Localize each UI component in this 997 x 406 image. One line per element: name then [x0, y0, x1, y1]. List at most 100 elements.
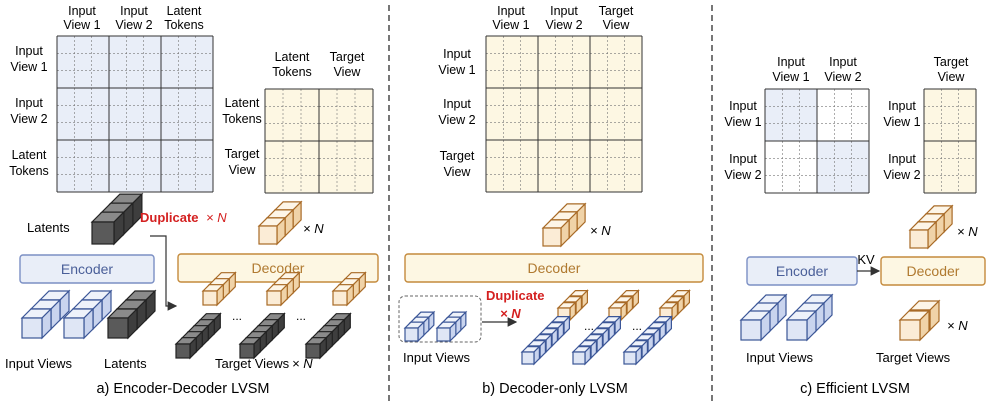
cube-front-face: [266, 290, 282, 306]
b-input-view-stack-2: [435, 310, 468, 343]
target-view-column: [622, 289, 691, 366]
c-top-label-1-line1: Input: [777, 55, 805, 69]
a-duplicate-arrow: [150, 235, 178, 311]
grid-cell: [590, 36, 642, 88]
grid-cell: [924, 89, 976, 141]
cube-front-face: [909, 229, 929, 249]
a-latents-cube-stack: [90, 192, 144, 246]
a-caption: a) Encoder-Decoder LVSM: [96, 381, 269, 397]
panel-a: Input View 1 Input View 2 Latent Tokens …: [5, 4, 379, 397]
grid-cell: [924, 141, 976, 193]
grid-cell: [57, 140, 109, 192]
a-decoder-cube-stack: [257, 200, 303, 246]
a-target-view-columns: [174, 271, 367, 360]
b-input-view-stack-1: [403, 310, 436, 343]
panel-b: Input View 1 Input View 2 Target View In…: [398, 4, 704, 397]
c-target-views-label: Target Views: [876, 350, 951, 365]
c-right-top-line1: Target: [934, 55, 969, 69]
c-caption: c) Efficient LVSM: [800, 381, 910, 397]
a-target-views-label: Target Views: [215, 356, 290, 371]
panel-c-right-attention-grid: [923, 88, 977, 194]
cube-front-face: [623, 351, 637, 365]
target-view-column: [174, 271, 237, 360]
a-left-label-3-line1: Latent: [12, 148, 47, 162]
grid-cell: [590, 88, 642, 140]
c-decoder-block: [880, 256, 986, 286]
b-duplicate-label: Duplicate: [486, 288, 545, 303]
c-right-top-line2: View: [938, 70, 966, 84]
a-left-label-2-line2: View 2: [10, 112, 47, 126]
c-encoder-label: Encoder: [776, 263, 828, 279]
cube-front-face: [258, 225, 278, 245]
cube-front-face: [521, 351, 535, 365]
b-top-label-1-line2: View 1: [492, 18, 529, 32]
panel-c-right-grid-labels: Target View Input View 1 Input View 2: [883, 55, 969, 182]
a-top-label-1-line1: Input: [68, 4, 96, 18]
grid-cell: [319, 89, 373, 141]
a-small-left-1-line2: Tokens: [222, 112, 262, 126]
b-ellipsis-1: ...: [584, 319, 594, 333]
target-view-column: [571, 289, 640, 366]
a-duplicate-times-n: × N: [206, 210, 227, 225]
cube-front-face: [436, 327, 451, 342]
grid-cell: [109, 88, 161, 140]
b-decoder-cube-stack: [541, 202, 587, 248]
panel-c: Input View 1 Input View 2 Input View 1 I…: [724, 55, 986, 397]
target-view-column: [238, 271, 301, 360]
b-top-label-2-line1: Input: [550, 4, 578, 18]
a-left-label-2-line1: Input: [15, 96, 43, 110]
b-target-view-columns: [520, 289, 691, 366]
panel-b-grid-left-labels: Input View 1 Input View 2 Target View: [438, 47, 475, 179]
b-top-label-1-line1: Input: [497, 4, 525, 18]
a-latents-bottom-stack: [106, 289, 157, 340]
b-decoder-block: [404, 253, 704, 283]
a-left-label-1-line1: Input: [15, 44, 43, 58]
a-ellipsis-2: ...: [296, 309, 306, 323]
c-target-times-n: × N: [947, 318, 968, 333]
a-ellipsis-1: ...: [232, 309, 242, 323]
grid-cell: [109, 140, 161, 192]
b-left-label-1-line2: View 1: [438, 63, 475, 77]
cube-front-face: [202, 290, 218, 306]
b-top-label-2-line2: View 2: [545, 18, 582, 32]
a-small-left-1-line1: Latent: [225, 96, 260, 110]
b-input-views-label: Input Views: [403, 350, 470, 365]
grid-cell: [538, 140, 590, 192]
a-top-label-3-line1: Latent: [167, 4, 202, 18]
b-decoder-label: Decoder: [528, 260, 581, 276]
panel-c-left-grid-labels: Input View 1 Input View 2 Input View 1 I…: [724, 55, 861, 182]
a-top-label-3-line2: Tokens: [164, 18, 204, 32]
c-top-label-1-line2: View 1: [772, 70, 809, 84]
panel-b-grid-top-labels: Input View 1 Input View 2 Target View: [492, 4, 634, 32]
grid-cell: [161, 140, 213, 192]
c-right-left-1-line1: Input: [888, 99, 916, 113]
c-decoder-times-n: × N: [957, 224, 978, 239]
b-left-label-1-line1: Input: [443, 47, 471, 61]
grid-cell: [765, 141, 817, 193]
grid-cell: [161, 36, 213, 88]
grid-cell: [109, 36, 161, 88]
c-right-left-1-line2: View 1: [883, 115, 920, 129]
c-decoder-cube-stack: [908, 204, 954, 250]
grid-cell: [161, 88, 213, 140]
c-left-label-2-line2: View 2: [724, 168, 761, 182]
a-top-label-2-line1: Input: [120, 4, 148, 18]
b-left-label-2-line1: Input: [443, 97, 471, 111]
a-decoder-label: Decoder: [252, 260, 305, 276]
grid-cell: [265, 89, 319, 141]
c-target-view-stack: [898, 299, 941, 342]
b-decoder-times-n: × N: [590, 223, 611, 238]
grid-cell: [319, 141, 373, 193]
a-encoder-label: Encoder: [61, 261, 113, 277]
a-small-top-1-line2: Tokens: [272, 65, 312, 79]
b-duplicate-times-n: × N: [500, 306, 521, 321]
a-decoder-times-n: × N: [303, 221, 324, 236]
grid-cell: [817, 89, 869, 141]
a-small-top-1-line1: Latent: [275, 50, 310, 64]
grid-cell: [538, 88, 590, 140]
a-duplicate-label: Duplicate: [140, 210, 199, 225]
grid-cell: [590, 140, 642, 192]
panel-a-big-attention-grid: [56, 35, 214, 193]
grid-cell: [486, 36, 538, 88]
